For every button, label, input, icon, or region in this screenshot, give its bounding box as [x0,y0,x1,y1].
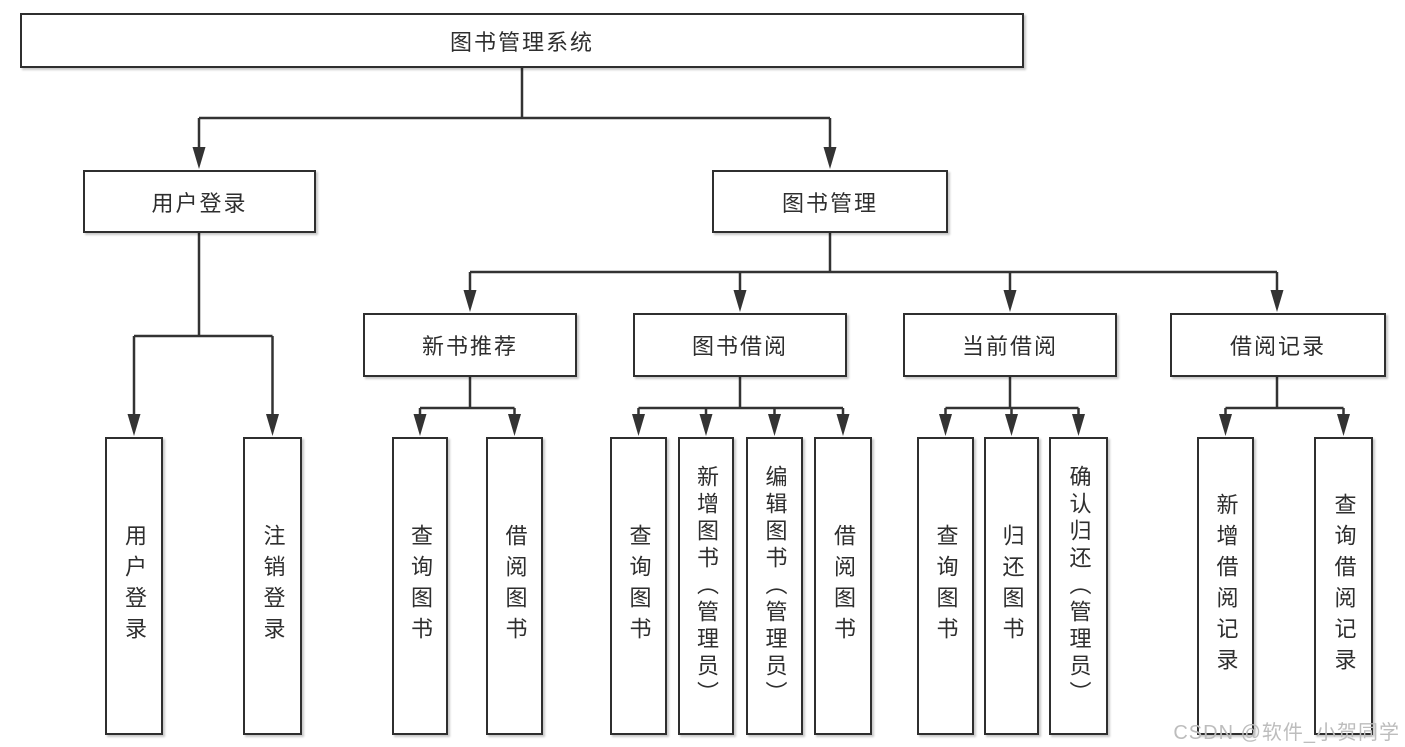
node-book-management: 图书管理 [712,170,948,233]
node-label: 查询借阅记录 [1331,493,1357,679]
arrowhead-icon [1005,414,1018,436]
arrowhead-icon [266,414,279,436]
node-label: 归还图书 [999,524,1025,648]
arrowhead-icon [1003,290,1017,312]
connector-user-login-children [127,233,279,436]
node-library-system: 图书管理系统 [20,13,1024,68]
node-label: 确认归还（管理员） [1066,464,1092,708]
node-label: 用户登录 [122,524,147,648]
node-label: 当前借阅 [961,334,1058,359]
leaf-logout: 注销登录 [243,437,302,735]
connector-new-book-children [413,377,521,436]
arrowhead-icon [699,414,713,436]
arrowhead-icon [127,414,141,436]
leaf-query-books-1: 查询图书 [392,437,448,735]
node-label: 图书管理 [781,190,878,216]
node-user-login: 用户登录 [83,170,316,233]
leaf-confirm-return-admin: 确认归还（管理员） [1049,437,1108,735]
connector-book-management-children [463,233,1284,312]
leaf-query-books-3: 查询图书 [917,437,974,735]
leaf-add-borrow-record: 新增借阅记录 [1197,437,1254,735]
arrowhead-icon [1270,290,1284,312]
arrowhead-icon [463,290,477,312]
node-new-book-recommend: 新书推荐 [363,313,577,377]
connector-borrow-record-children [1219,377,1350,436]
node-label: 查询图书 [408,524,433,648]
connector-current-borrow-children [939,377,1085,436]
arrowhead-icon [823,147,837,169]
arrowhead-icon [1219,414,1232,436]
leaf-borrow-books-2: 借阅图书 [814,437,872,735]
leaf-query-borrow-record: 查询借阅记录 [1314,437,1373,735]
node-borrow-records: 借阅记录 [1170,313,1386,377]
arrowhead-icon [768,414,781,436]
node-label: 查询图书 [933,524,959,648]
connector-book-borrow-children [632,377,850,436]
csdn-watermark: CSDN @软件_小贺同学 [1173,722,1400,744]
arrowhead-icon [632,414,645,436]
node-label: 新书推荐 [421,334,518,359]
arrowhead-icon [939,414,952,436]
leaf-user-login: 用户登录 [105,437,163,735]
node-label: 借阅图书 [502,524,528,648]
node-label: 编辑图书（管理员） [762,464,788,708]
arrowhead-icon [1337,414,1350,436]
connector-root-to-level2 [192,68,837,169]
arrowhead-icon [508,414,521,436]
leaf-query-books-2: 查询图书 [610,437,667,735]
node-label: 新增图书（管理员） [694,464,719,708]
arrowhead-icon [733,290,747,312]
node-label: 查询图书 [626,524,652,648]
leaf-borrow-books-1: 借阅图书 [486,437,543,735]
arrowhead-icon [192,147,206,169]
leaf-add-book-admin: 新增图书（管理员） [678,437,734,735]
arrowhead-icon [1072,414,1085,436]
node-label: 图书管理系统 [449,29,594,55]
node-book-borrowing: 图书借阅 [633,313,847,377]
arrowhead-icon [413,414,427,436]
leaf-edit-book-admin: 编辑图书（管理员） [746,437,803,735]
node-label: 图书借阅 [691,334,788,359]
node-label: 注销登录 [260,524,286,648]
node-label: 新增借阅记录 [1213,493,1239,679]
node-label: 用户登录 [151,190,248,216]
node-label: 借阅记录 [1229,334,1326,359]
node-label: 借阅图书 [831,524,856,648]
node-current-borrowing: 当前借阅 [903,313,1117,377]
arrowhead-icon [836,414,850,436]
leaf-return-book: 归还图书 [984,437,1039,735]
